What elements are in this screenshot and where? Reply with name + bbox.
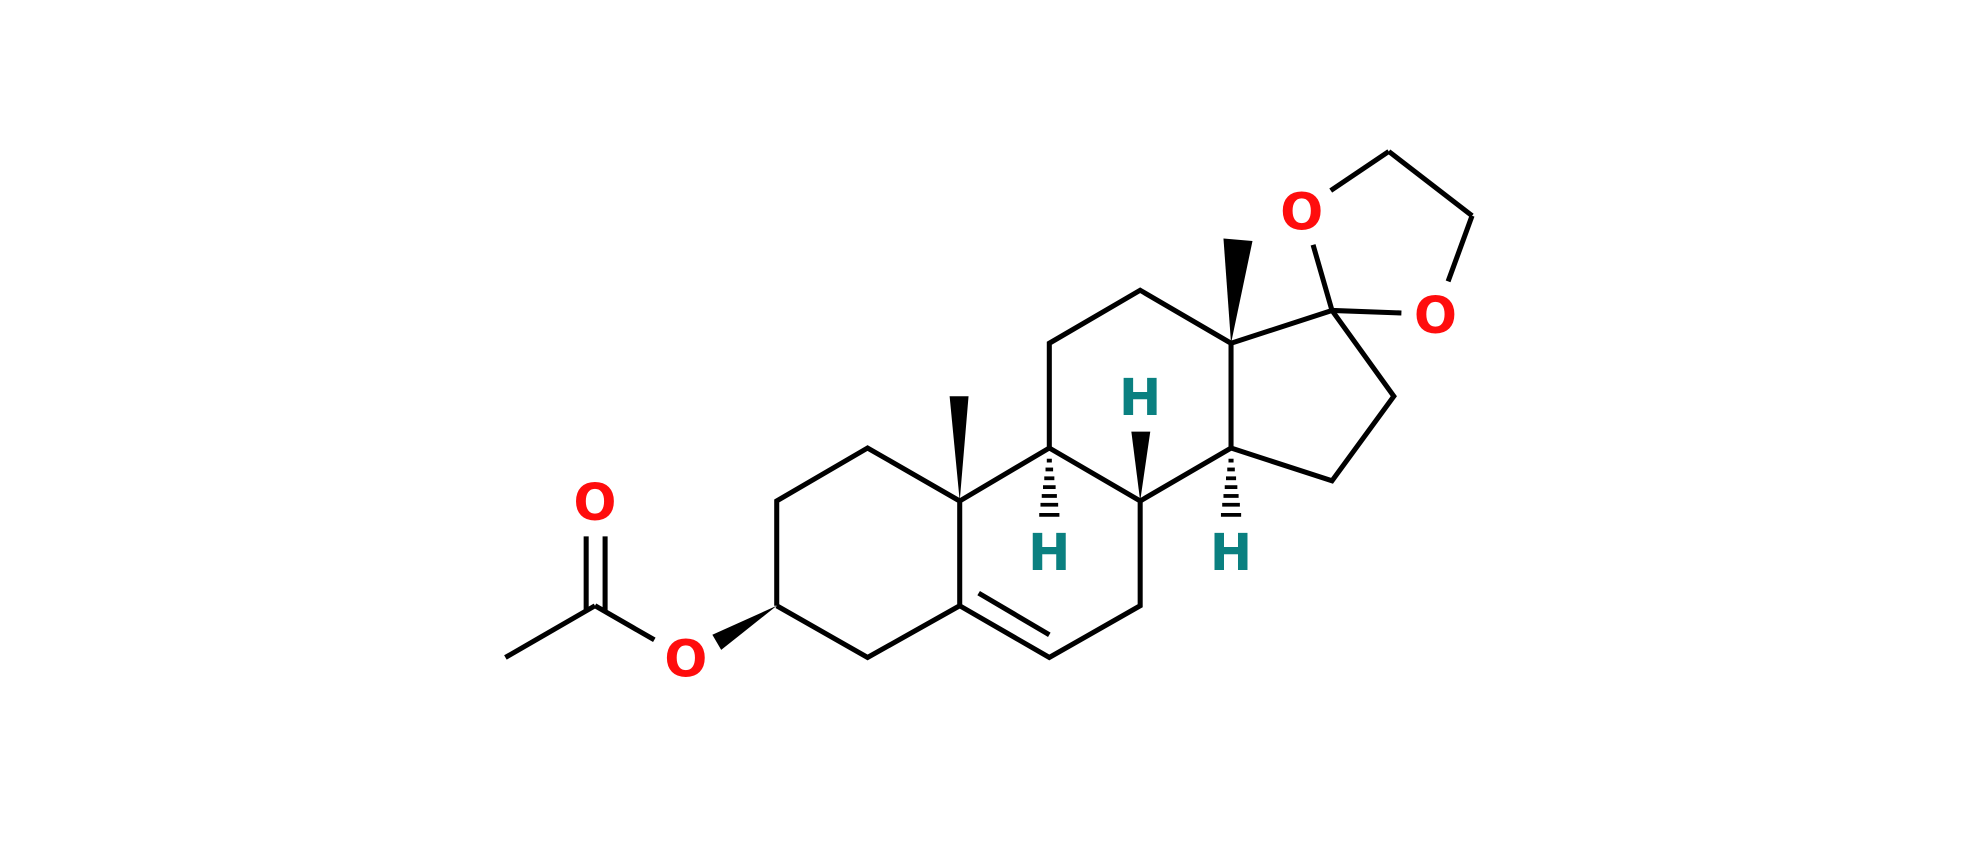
wedge-c8-h xyxy=(1131,431,1151,502)
label-o-ester: O xyxy=(664,629,707,688)
ring-a xyxy=(774,445,963,661)
double-bond-inner xyxy=(977,590,1051,637)
wedge-c10-methyl xyxy=(949,396,969,502)
wedge-c13-methyl xyxy=(1223,238,1253,344)
bond-acetyl-methyl xyxy=(504,603,597,660)
bond-ch2-o2 xyxy=(1445,214,1475,283)
label-o-dioxolane-top: O xyxy=(1280,183,1323,242)
label-h-c14: H xyxy=(1210,523,1252,582)
bonds xyxy=(504,149,1475,661)
label-o-dioxolane-right: O xyxy=(1414,286,1457,345)
bond-ester-o-c xyxy=(593,603,656,643)
bond-c17-o1 xyxy=(1310,244,1335,312)
label-h-c8: H xyxy=(1119,368,1161,427)
hash-c14-h xyxy=(1220,458,1242,517)
bond-c17-o2 xyxy=(1331,307,1402,316)
wedge-c3-o xyxy=(712,605,777,650)
label-o-carbonyl: O xyxy=(574,473,617,532)
bond-ch2-ch2 xyxy=(1387,149,1474,218)
label-h-c9: H xyxy=(1028,523,1070,582)
ring-c xyxy=(1046,287,1234,504)
ring-b xyxy=(958,445,1143,661)
hash-c9-h xyxy=(1039,458,1060,517)
bond-o1-ch2 xyxy=(1329,149,1391,193)
atom-labels: O O O O H H H xyxy=(574,183,1457,689)
ring-d xyxy=(1230,307,1397,484)
